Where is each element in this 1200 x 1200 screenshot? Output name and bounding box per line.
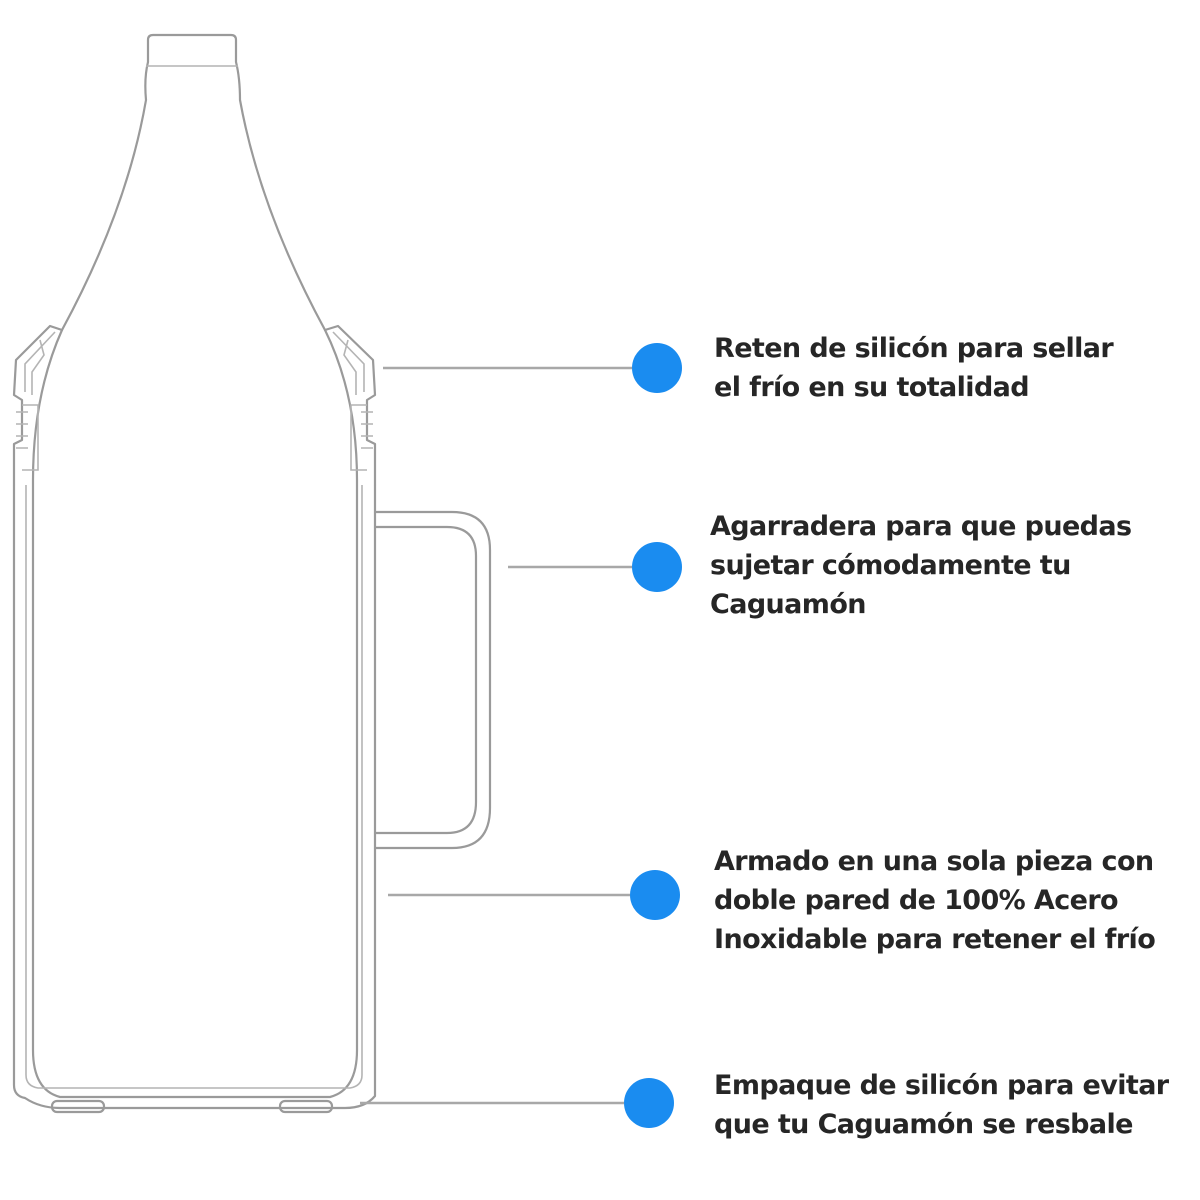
- callout-text-line: que tu Caguamón se resbale: [714, 1109, 1134, 1140]
- callout-base-gasket: Empaque de silicón para evitar que tu Ca…: [714, 1066, 1184, 1144]
- callout-dot-handle: [632, 542, 682, 592]
- callout-text-line: Caguamón: [710, 589, 867, 620]
- holder-outline: [12, 483, 377, 1110]
- holder-inner-wall: [25, 485, 363, 1089]
- callout-text-line: doble pared de 100% Acero: [714, 885, 1119, 916]
- callout-double-wall: Armado en una sola pieza con doble pared…: [714, 842, 1184, 959]
- silicone-seal-left: [12, 324, 64, 487]
- callout-dot-wall: [630, 870, 680, 920]
- callout-text-line: Empaque de silicón para evitar: [714, 1070, 1169, 1101]
- callout-text-line: el frío en su totalidad: [714, 372, 1030, 403]
- callout-text-line: Inoxidable para retener el frío: [714, 924, 1156, 955]
- handle-outline: [373, 510, 492, 850]
- callout-text-line: sujetar cómodamente tu: [710, 550, 1071, 581]
- callout-dot-base: [624, 1078, 674, 1128]
- callout-text-line: Agarradera para que puedas: [710, 511, 1132, 542]
- callout-silicone-seal: Reten de silicón para sellar el frío en …: [714, 329, 1184, 407]
- callout-dot-seal: [632, 343, 682, 393]
- base-foot-right: [278, 1099, 334, 1114]
- callout-text-line: Reten de silicón para sellar: [714, 333, 1114, 364]
- handle-inner: [373, 525, 478, 835]
- base-foot-left: [50, 1099, 106, 1114]
- bottle-outline: [31, 33, 359, 1099]
- callout-text-line: Armado en una sola pieza con: [714, 846, 1154, 877]
- silicone-seal-right: [323, 324, 377, 487]
- callout-handle: Agarradera para que puedas sujetar cómod…: [710, 507, 1180, 624]
